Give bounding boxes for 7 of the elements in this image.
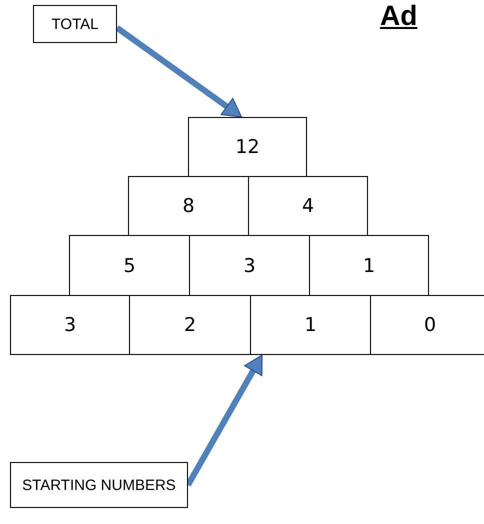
arrow — [115, 25, 242, 118]
heading: Ad — [380, 0, 418, 32]
label-box: STARTING NUMBERS — [10, 462, 188, 508]
number-brick: 0 — [370, 295, 484, 355]
number-brick: 3 — [10, 295, 130, 355]
label-box: TOTAL — [33, 5, 117, 43]
number-brick: 12 — [188, 117, 307, 177]
